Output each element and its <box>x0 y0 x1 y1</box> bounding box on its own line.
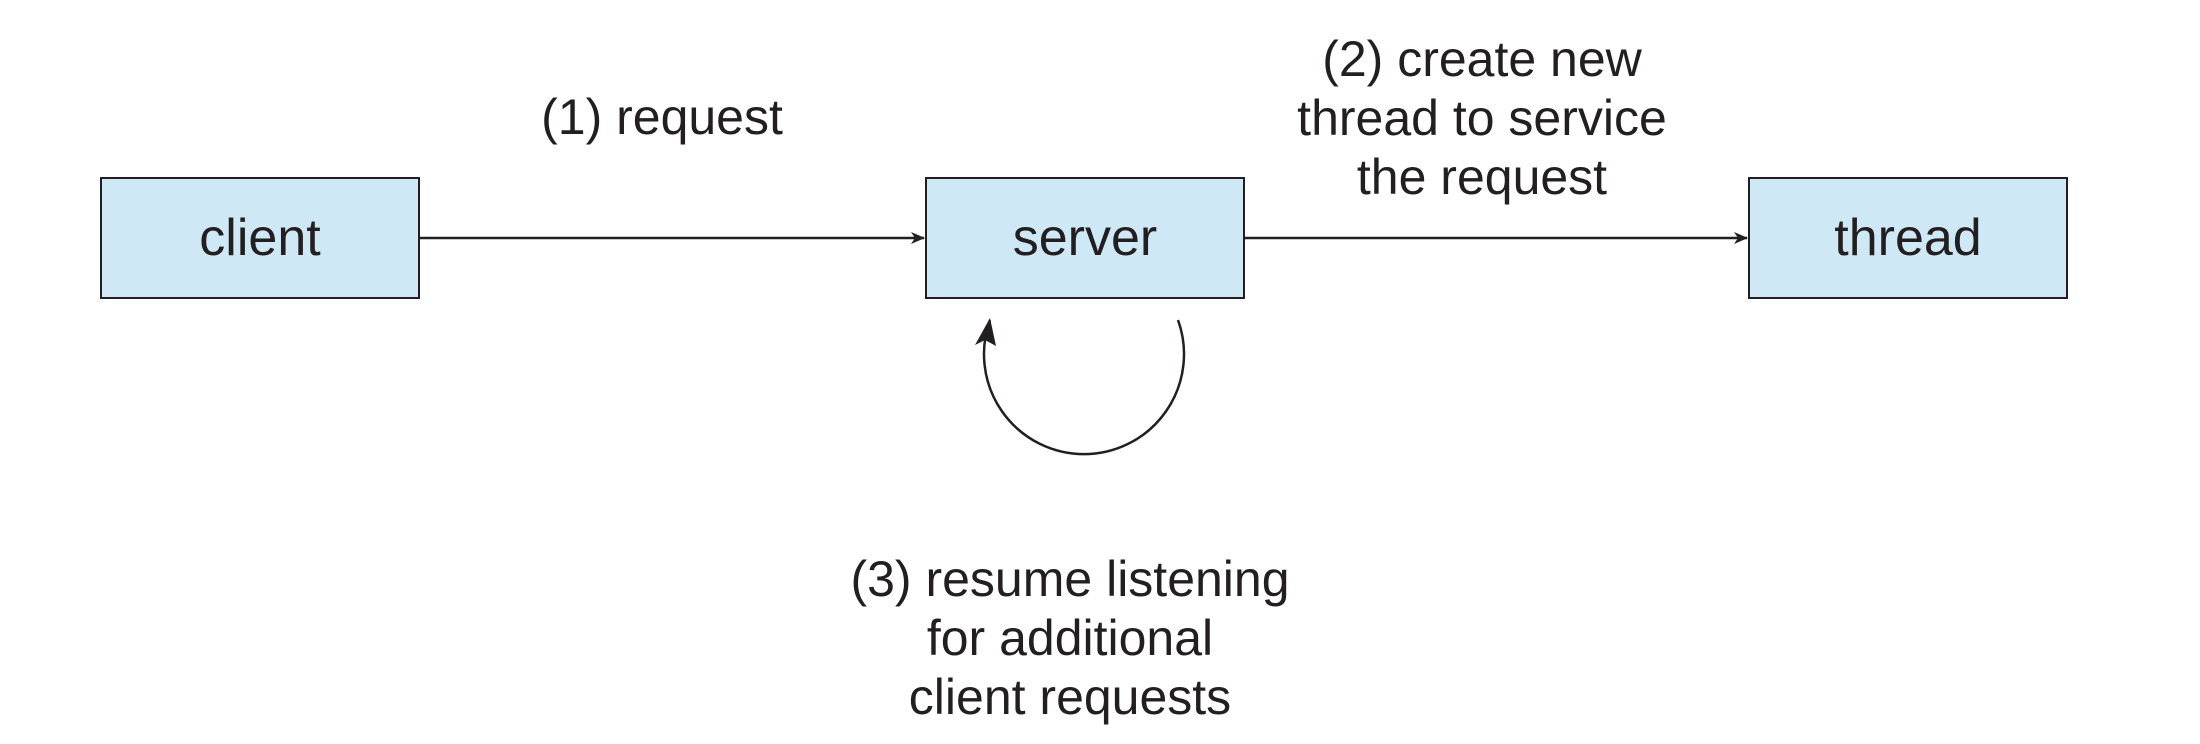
request-edge-label: (1) request <box>512 88 812 147</box>
resume-loop-arrow <box>982 319 1186 456</box>
create-thread-edge-label: (2) create new thread to service the req… <box>1232 30 1732 207</box>
request-edge-line: (1) request <box>541 89 783 145</box>
server-node: server <box>925 177 1245 299</box>
thread-label: thread <box>1834 209 1982 267</box>
create-thread-line-3: the request <box>1356 149 1608 205</box>
client-node: client <box>100 177 420 299</box>
resume-line-3: client requests <box>908 669 1232 725</box>
resume-line-2: for additional <box>926 610 1214 666</box>
resume-loop-arrowhead <box>975 318 996 346</box>
create-thread-line-1: (2) create new <box>1322 31 1642 87</box>
create-thread-line-2: thread to service <box>1297 90 1667 146</box>
resume-line-1: (3) resume listening <box>850 551 1290 607</box>
resume-listening-edge-label: (3) resume listening for additional clie… <box>780 550 1360 727</box>
server-label: server <box>1012 209 1158 267</box>
thread-node: thread <box>1748 177 2068 299</box>
client-label: client <box>199 209 321 267</box>
